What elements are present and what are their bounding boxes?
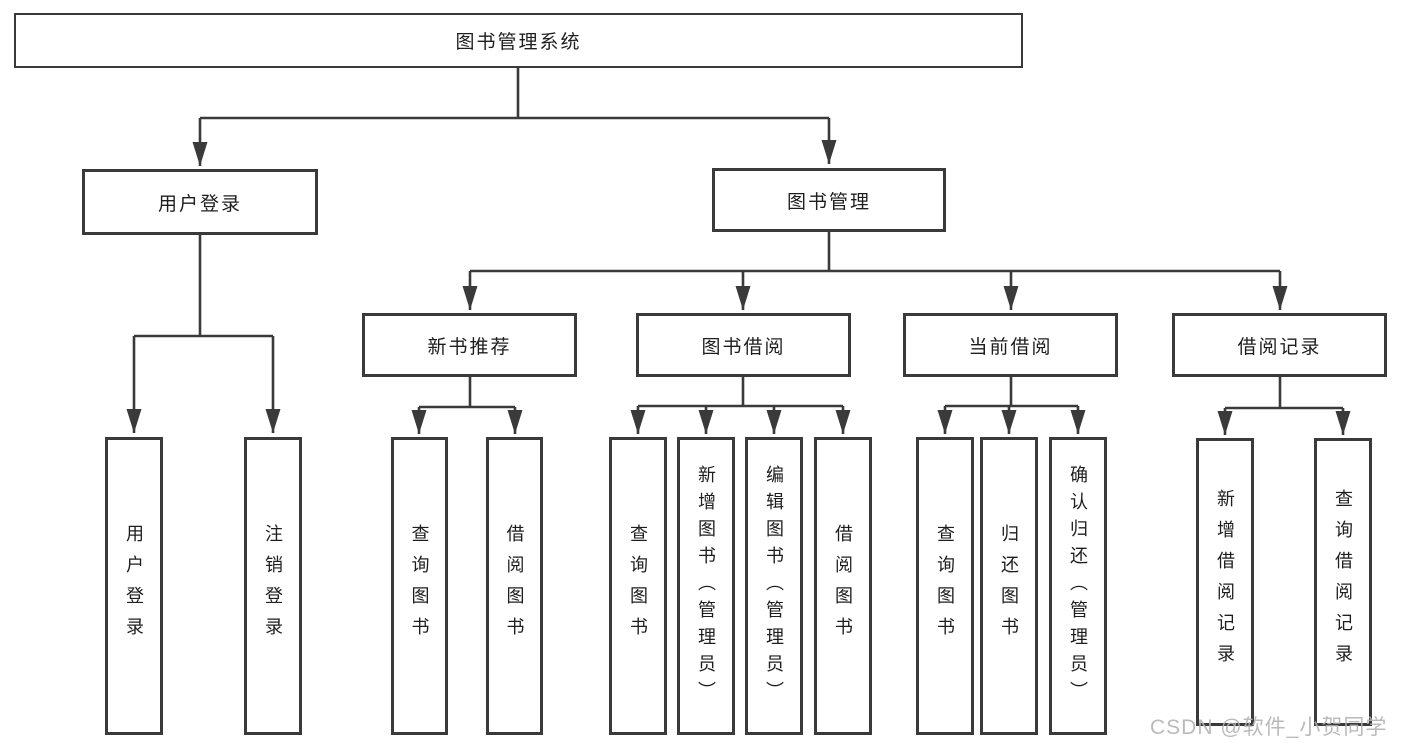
leaf-user-login: 用户登录 (105, 437, 163, 735)
node-new-book-recommend-label: 新书推荐 (427, 336, 512, 358)
leaf-logout-label: 注销登录 (263, 524, 283, 648)
node-current-borrow: 当前借阅 (903, 313, 1118, 377)
leaf-borrow-books-borrow-label: 借阅图书 (833, 524, 853, 648)
leaf-add-book-admin-label: 新增图书（管理员） (696, 464, 716, 708)
leaf-borrow-books-borrow: 借阅图书 (814, 437, 872, 735)
node-user-login-label: 用户登录 (157, 193, 242, 215)
node-book-borrow: 图书借阅 (636, 313, 851, 377)
node-root-label: 图书管理系统 (455, 32, 582, 53)
leaf-query-books-recommend: 查询图书 (391, 437, 448, 735)
node-book-management-label: 图书管理 (786, 191, 871, 213)
leaf-query-books-current: 查询图书 (916, 437, 974, 735)
leaf-return-books: 归还图书 (980, 437, 1038, 735)
leaf-confirm-return-admin: 确认归还（管理员） (1049, 437, 1107, 735)
leaf-query-books-current-label: 查询图书 (935, 524, 955, 648)
leaf-add-borrow-record-label: 新增借阅记录 (1215, 489, 1235, 675)
leaf-return-books-label: 归还图书 (999, 524, 1019, 648)
leaf-add-book-admin: 新增图书（管理员） (677, 437, 735, 735)
node-book-management: 图书管理 (712, 168, 946, 232)
leaf-query-books-recommend-label: 查询图书 (409, 524, 430, 648)
node-current-borrow-label: 当前借阅 (968, 336, 1053, 358)
node-borrow-records: 借阅记录 (1172, 313, 1387, 377)
leaf-borrow-books-recommend-label: 借阅图书 (504, 524, 525, 648)
node-root: 图书管理系统 (14, 13, 1023, 68)
leaf-add-borrow-record: 新增借阅记录 (1196, 438, 1254, 726)
node-new-book-recommend: 新书推荐 (362, 313, 577, 377)
node-borrow-records-label: 借阅记录 (1237, 336, 1322, 358)
leaf-edit-book-admin-label: 编辑图书（管理员） (764, 464, 784, 708)
leaf-confirm-return-admin-label: 确认归还（管理员） (1068, 464, 1088, 708)
leaf-query-books-borrow: 查询图书 (609, 437, 667, 735)
watermark-text: CSDN @软件_小贺同学 (1150, 716, 1388, 739)
leaf-borrow-books-recommend: 借阅图书 (486, 437, 543, 735)
leaf-query-books-borrow-label: 查询图书 (628, 524, 648, 648)
leaf-query-borrow-record: 查询借阅记录 (1314, 438, 1372, 726)
leaf-edit-book-admin: 编辑图书（管理员） (745, 437, 803, 735)
node-book-borrow-label: 图书借阅 (701, 336, 786, 358)
leaf-user-login-label: 用户登录 (124, 524, 144, 648)
leaf-logout: 注销登录 (244, 437, 302, 735)
node-user-login: 用户登录 (82, 169, 318, 235)
leaf-query-borrow-record-label: 查询借阅记录 (1333, 489, 1353, 675)
